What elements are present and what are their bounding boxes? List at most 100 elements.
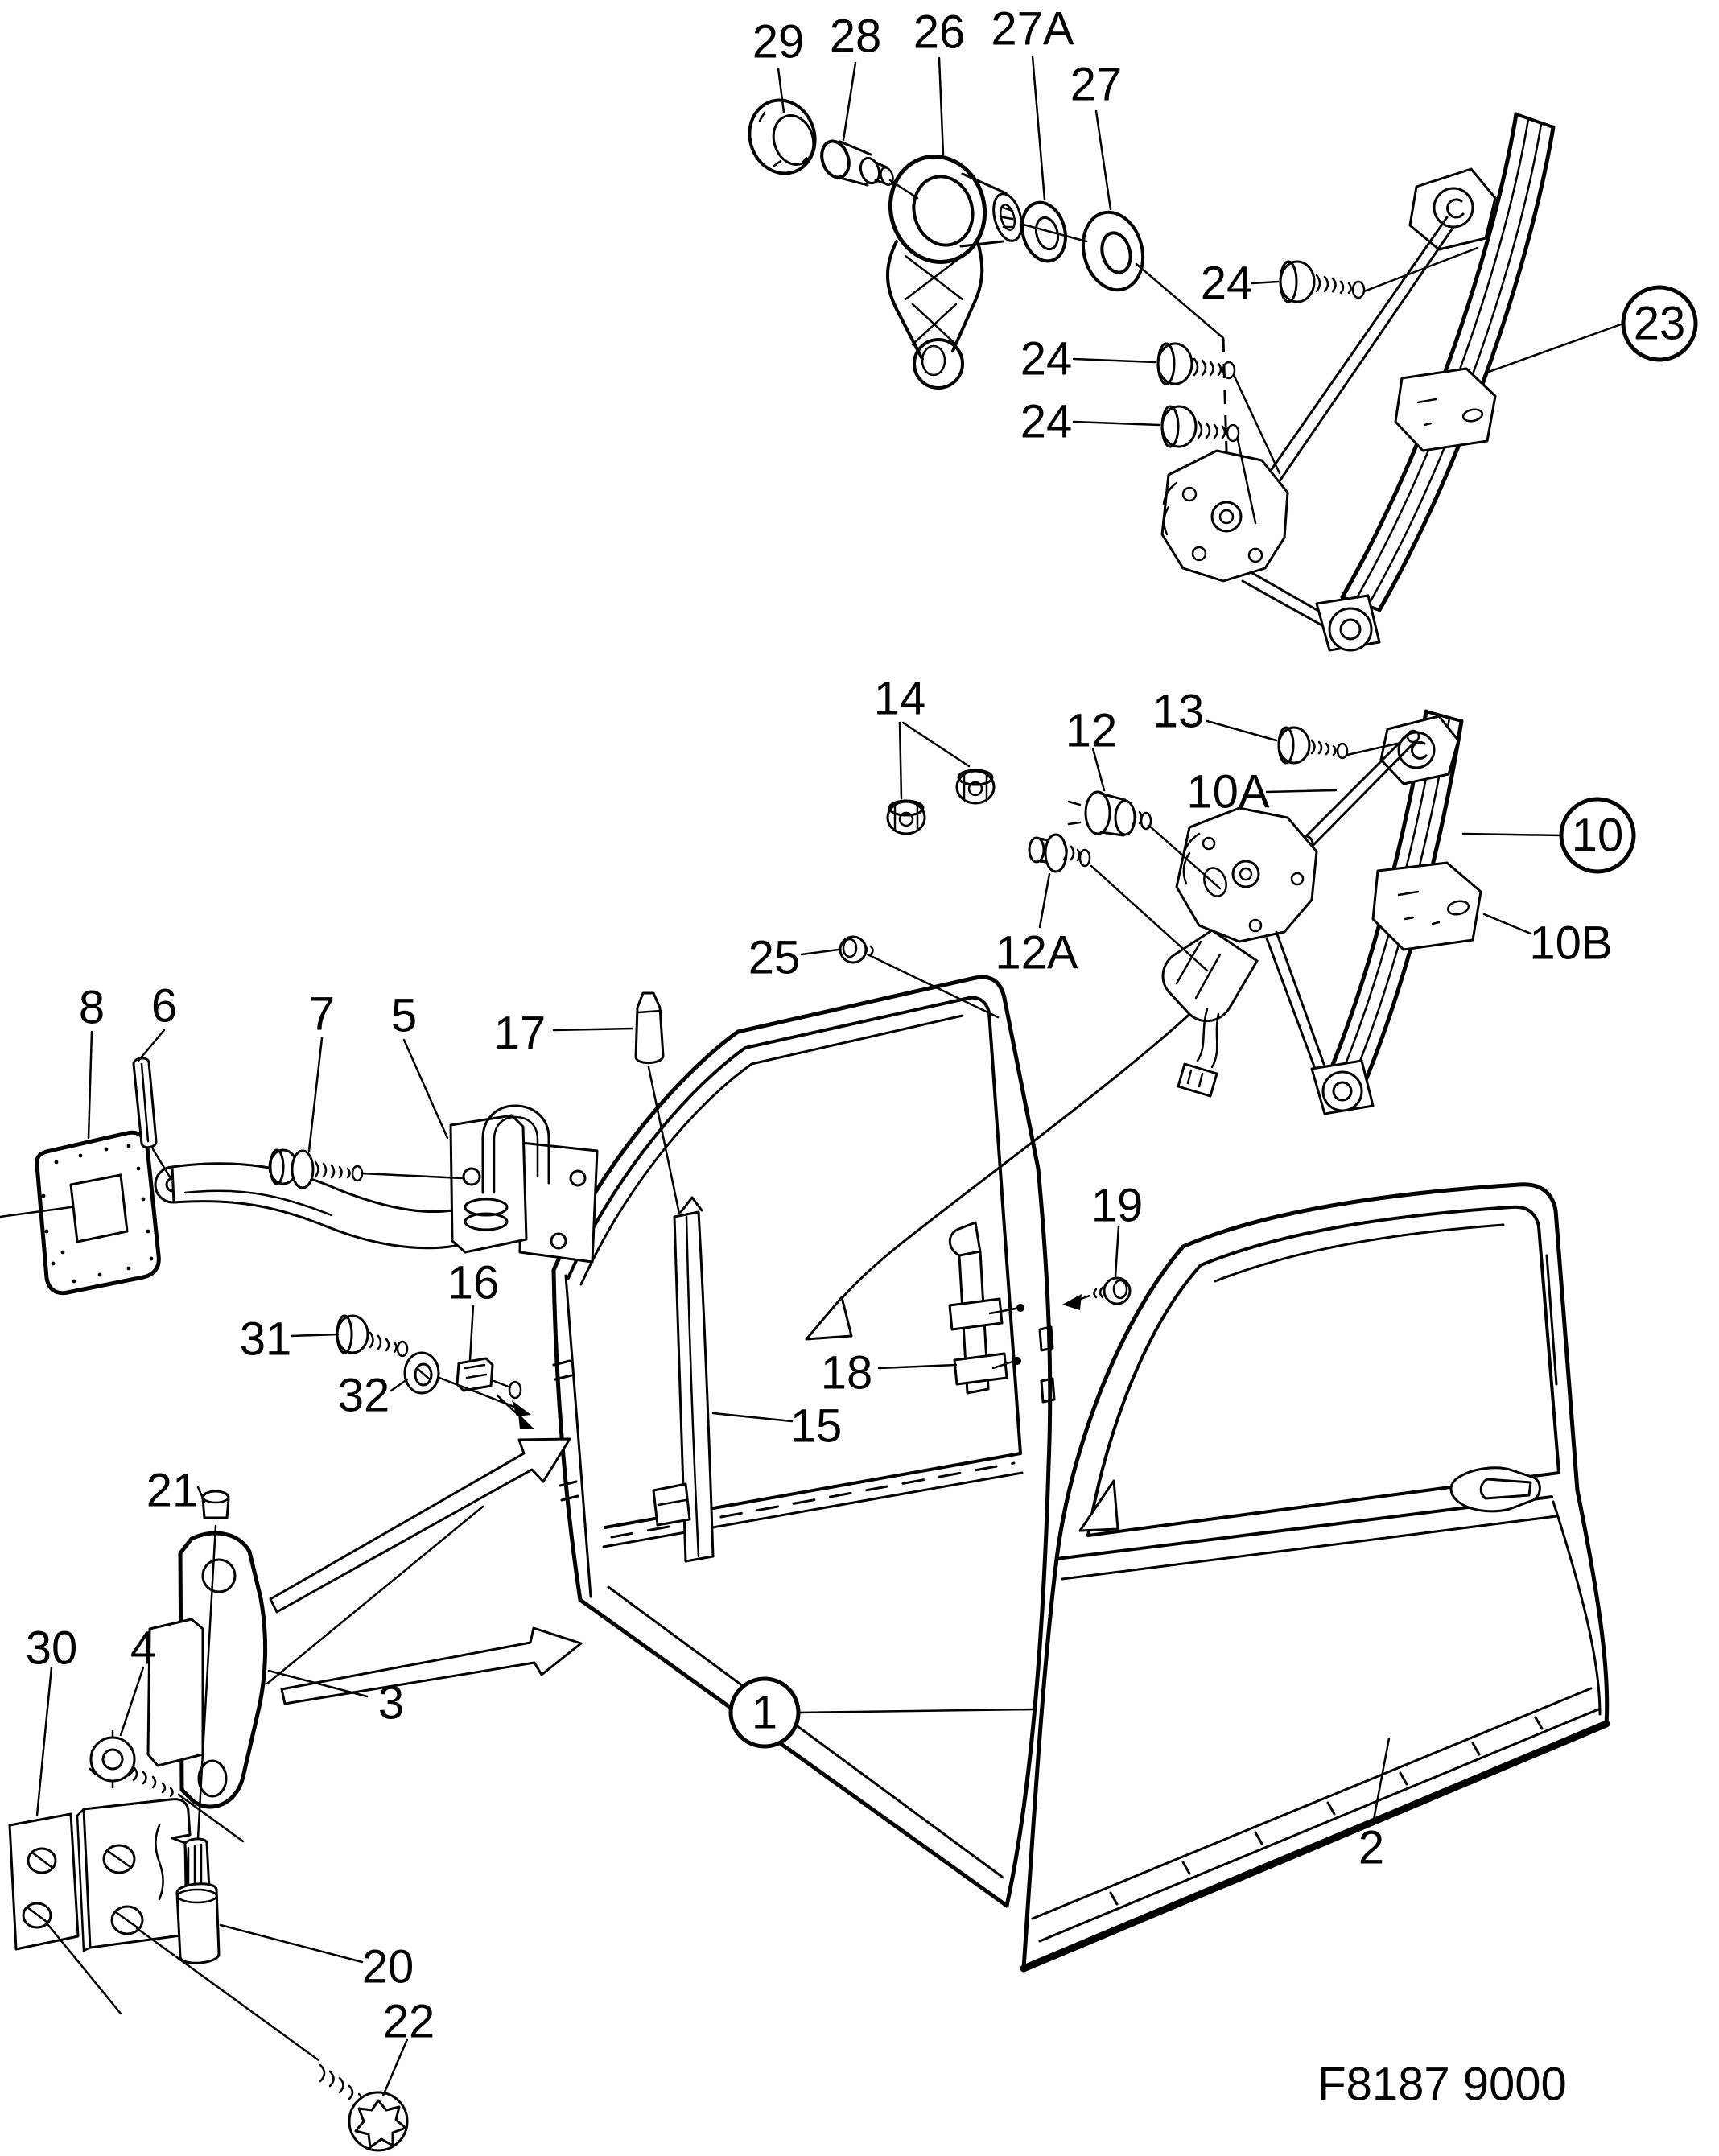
- boot-stipple: [41, 1144, 154, 1284]
- callout-4: 4: [130, 1622, 156, 1675]
- callout-28: 28: [830, 10, 882, 63]
- callout-26: 26: [913, 6, 966, 59]
- upper-hinge-3: [146, 1490, 268, 1840]
- screw-19: [1062, 1276, 1132, 1310]
- callout-24-upper: 24: [1201, 258, 1253, 310]
- door-handle-grip: [1479, 1478, 1532, 1500]
- callout-21: 21: [146, 1465, 199, 1517]
- bolt-24-mid: [1156, 342, 1236, 385]
- callout-circle-10: [1559, 797, 1636, 874]
- regulator-23-equalizer-plate: [1394, 367, 1497, 452]
- pin-6: [132, 1057, 172, 1180]
- hinge-group: [8, 1437, 583, 2152]
- callout-22: 22: [383, 1996, 435, 2048]
- outer-door-window-opening: [1086, 1205, 1560, 1537]
- regulator-23-top-bracket: [1408, 167, 1497, 251]
- leader-lines: [35, 55, 1625, 2097]
- install-direction-arrow: [805, 996, 1209, 1341]
- hinge-pin-cap-21: [201, 1490, 230, 1519]
- callout-10A: 10A: [1186, 766, 1270, 818]
- mirror-flag: [1078, 1479, 1119, 1532]
- screw-31: [336, 1314, 409, 1358]
- callout-27A: 27A: [991, 3, 1074, 56]
- callout-5: 5: [391, 990, 417, 1042]
- outer-door-panel: [1020, 1182, 1610, 1973]
- glass-run-channel-15: [652, 1196, 715, 1563]
- torx-screw-22: [135, 1927, 409, 2152]
- callout-27: 27: [1070, 59, 1123, 111]
- regulator-23-sector-plate: [1160, 449, 1289, 583]
- bolt-24-lower: [1160, 405, 1240, 448]
- crank-arm-webbing: [904, 254, 964, 346]
- socket-bolt-4: [89, 1729, 245, 1843]
- pin-17: [634, 991, 665, 1064]
- regulator-10-bottom-roller: [1310, 1059, 1375, 1115]
- clip-16: [456, 1357, 522, 1400]
- callout-18: 18: [821, 1347, 873, 1400]
- nut-14-b: [886, 799, 926, 835]
- torx-star: [354, 2099, 407, 2149]
- door-check-strap: [0, 991, 665, 1296]
- callout-10: 10: [1572, 810, 1624, 862]
- callout-2: 2: [1358, 1822, 1384, 1874]
- callout-24-mid: 24: [1020, 333, 1073, 385]
- nut-14-a: [955, 769, 996, 805]
- hinge-pin-20: [175, 1837, 221, 1964]
- window-crank-26: [886, 155, 1023, 390]
- callout-25: 25: [748, 932, 801, 984]
- crank-cap-29: [748, 98, 817, 175]
- callout-17: 17: [494, 1008, 546, 1060]
- front-edge-hardware: [336, 1314, 534, 1429]
- callout-10B: 10B: [1529, 917, 1612, 970]
- check-strap-loop: [481, 1104, 550, 1194]
- callout-23: 23: [1634, 298, 1686, 350]
- wire-connector: [1177, 1062, 1218, 1098]
- rocker-line-2: [1038, 1708, 1600, 1943]
- callout-7: 7: [309, 988, 335, 1041]
- callout-circle-1: [728, 1676, 801, 1749]
- check-strap-boot-8: [0, 1130, 161, 1296]
- window-frame-inner: [567, 996, 1022, 1455]
- crank-washer-27A: [1020, 200, 1067, 263]
- callout-13: 13: [1152, 686, 1205, 738]
- callout-8: 8: [79, 982, 105, 1034]
- callout-15: 15: [790, 1400, 843, 1453]
- callout-circle-23: [1621, 285, 1698, 362]
- check-strap-bracket-5: [449, 1104, 599, 1264]
- rocker-ticks: [1109, 1716, 1544, 1906]
- callout-3: 3: [378, 1677, 404, 1729]
- bolt-13: [1277, 726, 1349, 765]
- regulator-10-sector-plate: [1175, 806, 1318, 943]
- callout-14: 14: [874, 673, 926, 725]
- motor-wires: [1196, 1008, 1220, 1069]
- check-strap-arm: [154, 1162, 520, 1250]
- callout-29: 29: [752, 16, 805, 68]
- crank-spacer-28: [820, 139, 894, 187]
- callout-30: 30: [26, 1622, 78, 1675]
- regulator-23-bottom-roller: [1315, 594, 1381, 652]
- bolt-24-upper: [1279, 260, 1366, 303]
- lower-hinge: [76, 1798, 221, 1964]
- rocker-line-1: [1031, 1687, 1593, 1920]
- callout-31: 31: [240, 1313, 292, 1366]
- stud-12A: [1028, 833, 1091, 873]
- manual-window-regulator-23: [1160, 112, 1556, 652]
- lock-face-marks: [1038, 1325, 1056, 1404]
- callout-20: 20: [362, 1941, 414, 1993]
- bushing-12: [1067, 790, 1152, 837]
- hollow-arrow-lower: [280, 1626, 583, 1705]
- window-crank-assembly: [748, 98, 1228, 512]
- window-motor: [1161, 929, 1259, 1098]
- callout-12A: 12A: [995, 927, 1078, 979]
- callout-19: 19: [1091, 1180, 1144, 1232]
- washer-32: [403, 1351, 440, 1395]
- hinge-face-marks: [552, 1359, 579, 1502]
- striker-plate-30: [8, 1812, 122, 2015]
- electric-window-regulator-10: [1161, 709, 1482, 1115]
- callout-drawing-code: F8187 9000: [1317, 2059, 1567, 2111]
- callout-16: 16: [447, 1257, 500, 1309]
- bolt-7: [268, 1148, 464, 1189]
- regulator-10-top-bracket: [1379, 715, 1460, 785]
